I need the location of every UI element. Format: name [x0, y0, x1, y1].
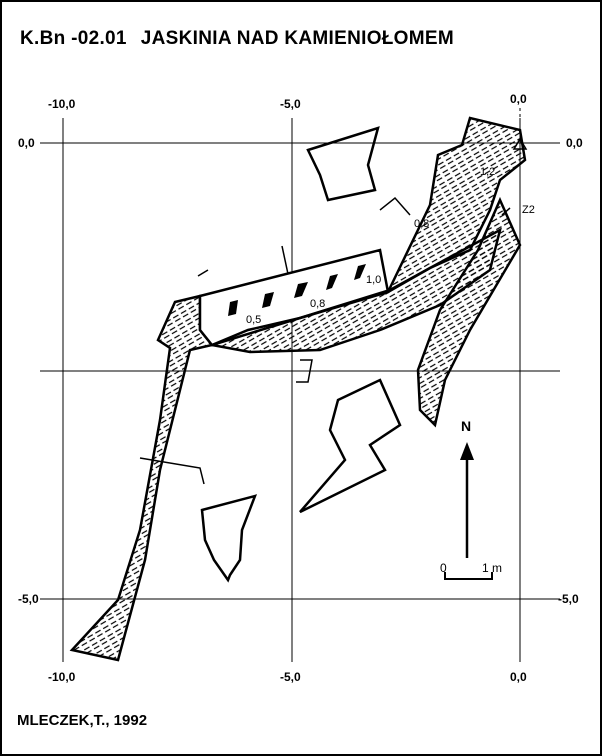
- cave-name: JASKINIA NAD KAMIENIOŁOMEM: [140, 28, 454, 49]
- section-marks: [139, 196, 511, 485]
- north-label: N: [461, 418, 472, 434]
- depth-label: 0,8: [310, 298, 326, 310]
- rock-outline-east: [299, 378, 402, 514]
- depth-label: 0,8: [414, 218, 430, 230]
- grid-label-left-y-0: 0,0: [18, 136, 35, 150]
- grid-label-right-y-0: 0,0: [566, 136, 583, 150]
- grid-label-top-x-5: -5,0: [280, 97, 301, 111]
- scale-label-start: 0: [440, 561, 447, 575]
- grid-label-bottom-x-10: -10,0: [48, 670, 76, 684]
- scale-bar: [444, 572, 493, 580]
- grid-label-bottom-x-5: -5,0: [280, 670, 301, 684]
- passage-east-branch: [416, 196, 522, 428]
- grid-label-right-y-5: -5,0: [558, 592, 579, 606]
- rock-outline-north: [306, 126, 380, 202]
- gallery-central: [198, 248, 390, 347]
- zone-label: Z2: [522, 204, 535, 216]
- cave-code: K.Bn -02.01: [20, 28, 127, 49]
- depth-label: 1,0: [366, 274, 382, 286]
- grid-label-bottom-x-0: 0,0: [510, 670, 527, 684]
- author-credit: MLECZEK,T., 1992: [17, 712, 148, 729]
- passage-southwest: [69, 294, 215, 662]
- grid-label-top-x-10: -10,0: [48, 97, 76, 111]
- grid-label-top-x-0: 0,0: [510, 92, 527, 106]
- depth-label: 1,2: [480, 166, 496, 178]
- rock-outline-south: [200, 494, 258, 583]
- grid-label-left-y-5: -5,0: [18, 592, 39, 606]
- datum-point: [512, 108, 528, 150]
- passage-northeast: [385, 116, 527, 296]
- scale-label-end: 1 m: [482, 561, 503, 575]
- map-title: K.Bn -02.01 JASKINIA NAD KAMIENIOŁOMEM: [20, 28, 454, 50]
- depth-label: 0,5: [246, 314, 262, 326]
- north-arrow: [460, 442, 474, 558]
